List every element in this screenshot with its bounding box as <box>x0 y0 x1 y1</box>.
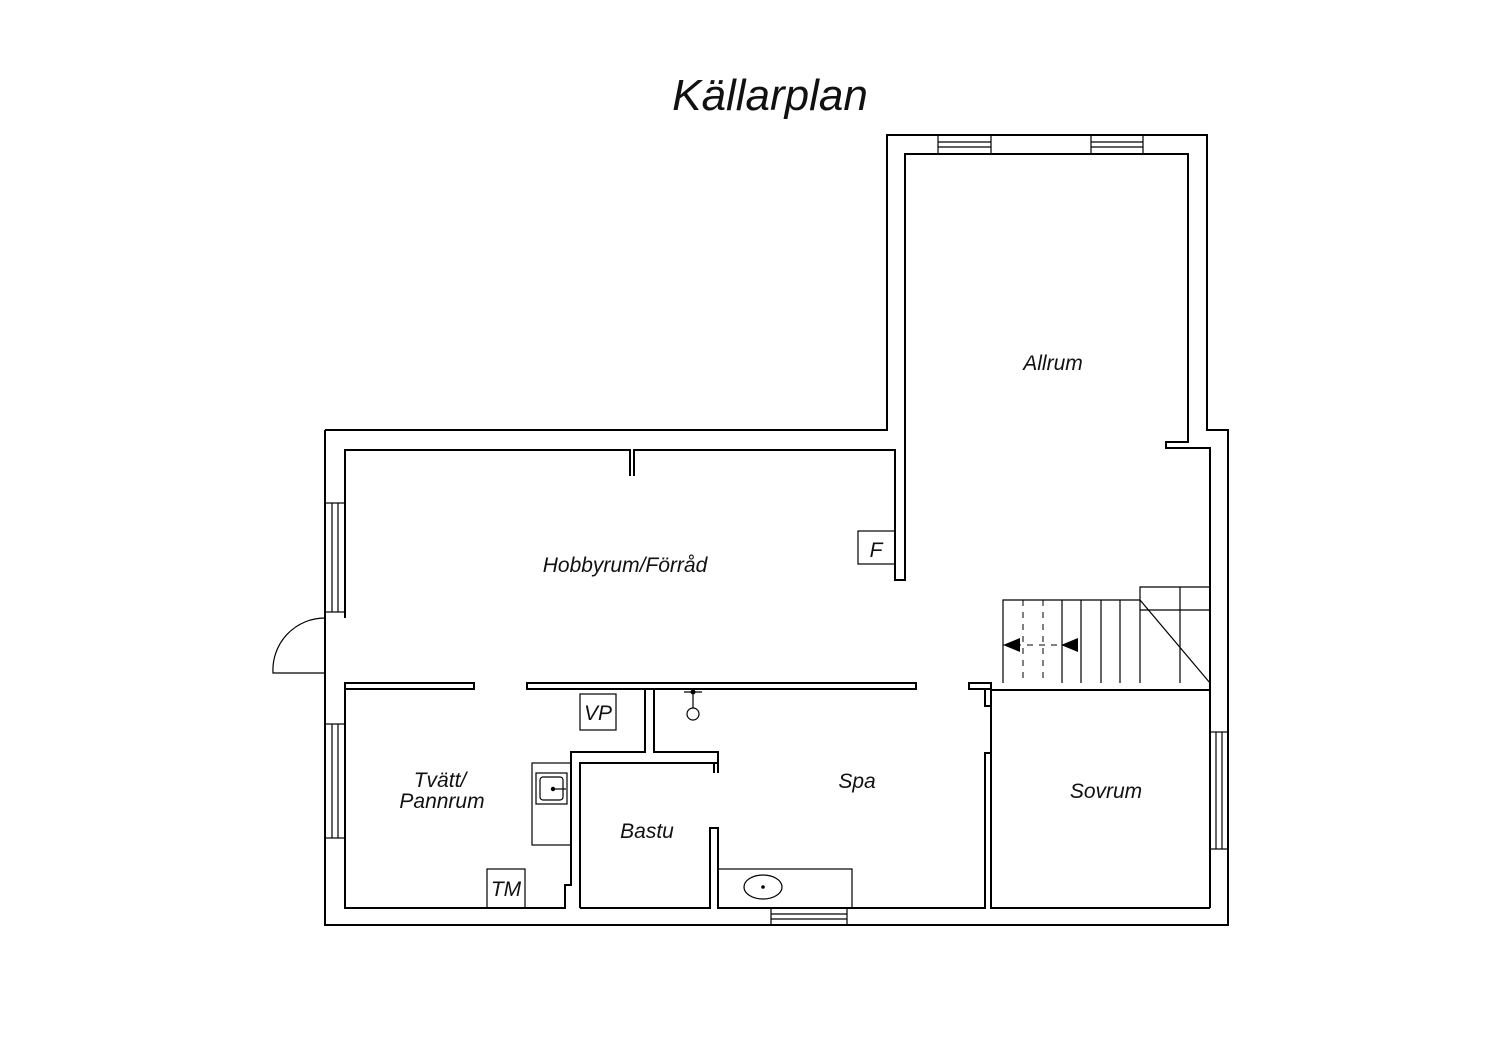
room-label-sovrum: Sovrum <box>1070 780 1142 803</box>
stair-arrow-icon <box>1003 638 1020 652</box>
fixture-f: F <box>857 530 896 565</box>
stair-arrow-icon <box>1061 638 1078 652</box>
sink-icon <box>531 762 572 846</box>
staircase <box>1002 586 1211 684</box>
exterior-door <box>272 617 326 674</box>
room-label-pannrum: Pannrum <box>399 790 484 813</box>
fixture-vp: VP <box>579 693 617 731</box>
washbasin-icon <box>717 868 853 909</box>
room-label-spa: Spa <box>838 770 875 793</box>
fixture-f-label: F <box>870 539 884 562</box>
plan-title: Källarplan <box>672 71 868 120</box>
fixture-tm: TM <box>486 868 526 909</box>
middle-partitions <box>344 682 992 763</box>
fixture-vp-label: VP <box>584 702 612 725</box>
room-label-bastu: Bastu <box>620 820 674 843</box>
room-label-hobbyrum: Hobbyrum/Förråd <box>543 554 709 577</box>
windows <box>324 134 1229 926</box>
shower-icon <box>684 689 702 721</box>
room-label-tvatt: Tvätt/ <box>414 769 469 792</box>
room-label-allrum: Allrum <box>1021 352 1083 375</box>
fixture-tm-label: TM <box>491 878 522 901</box>
